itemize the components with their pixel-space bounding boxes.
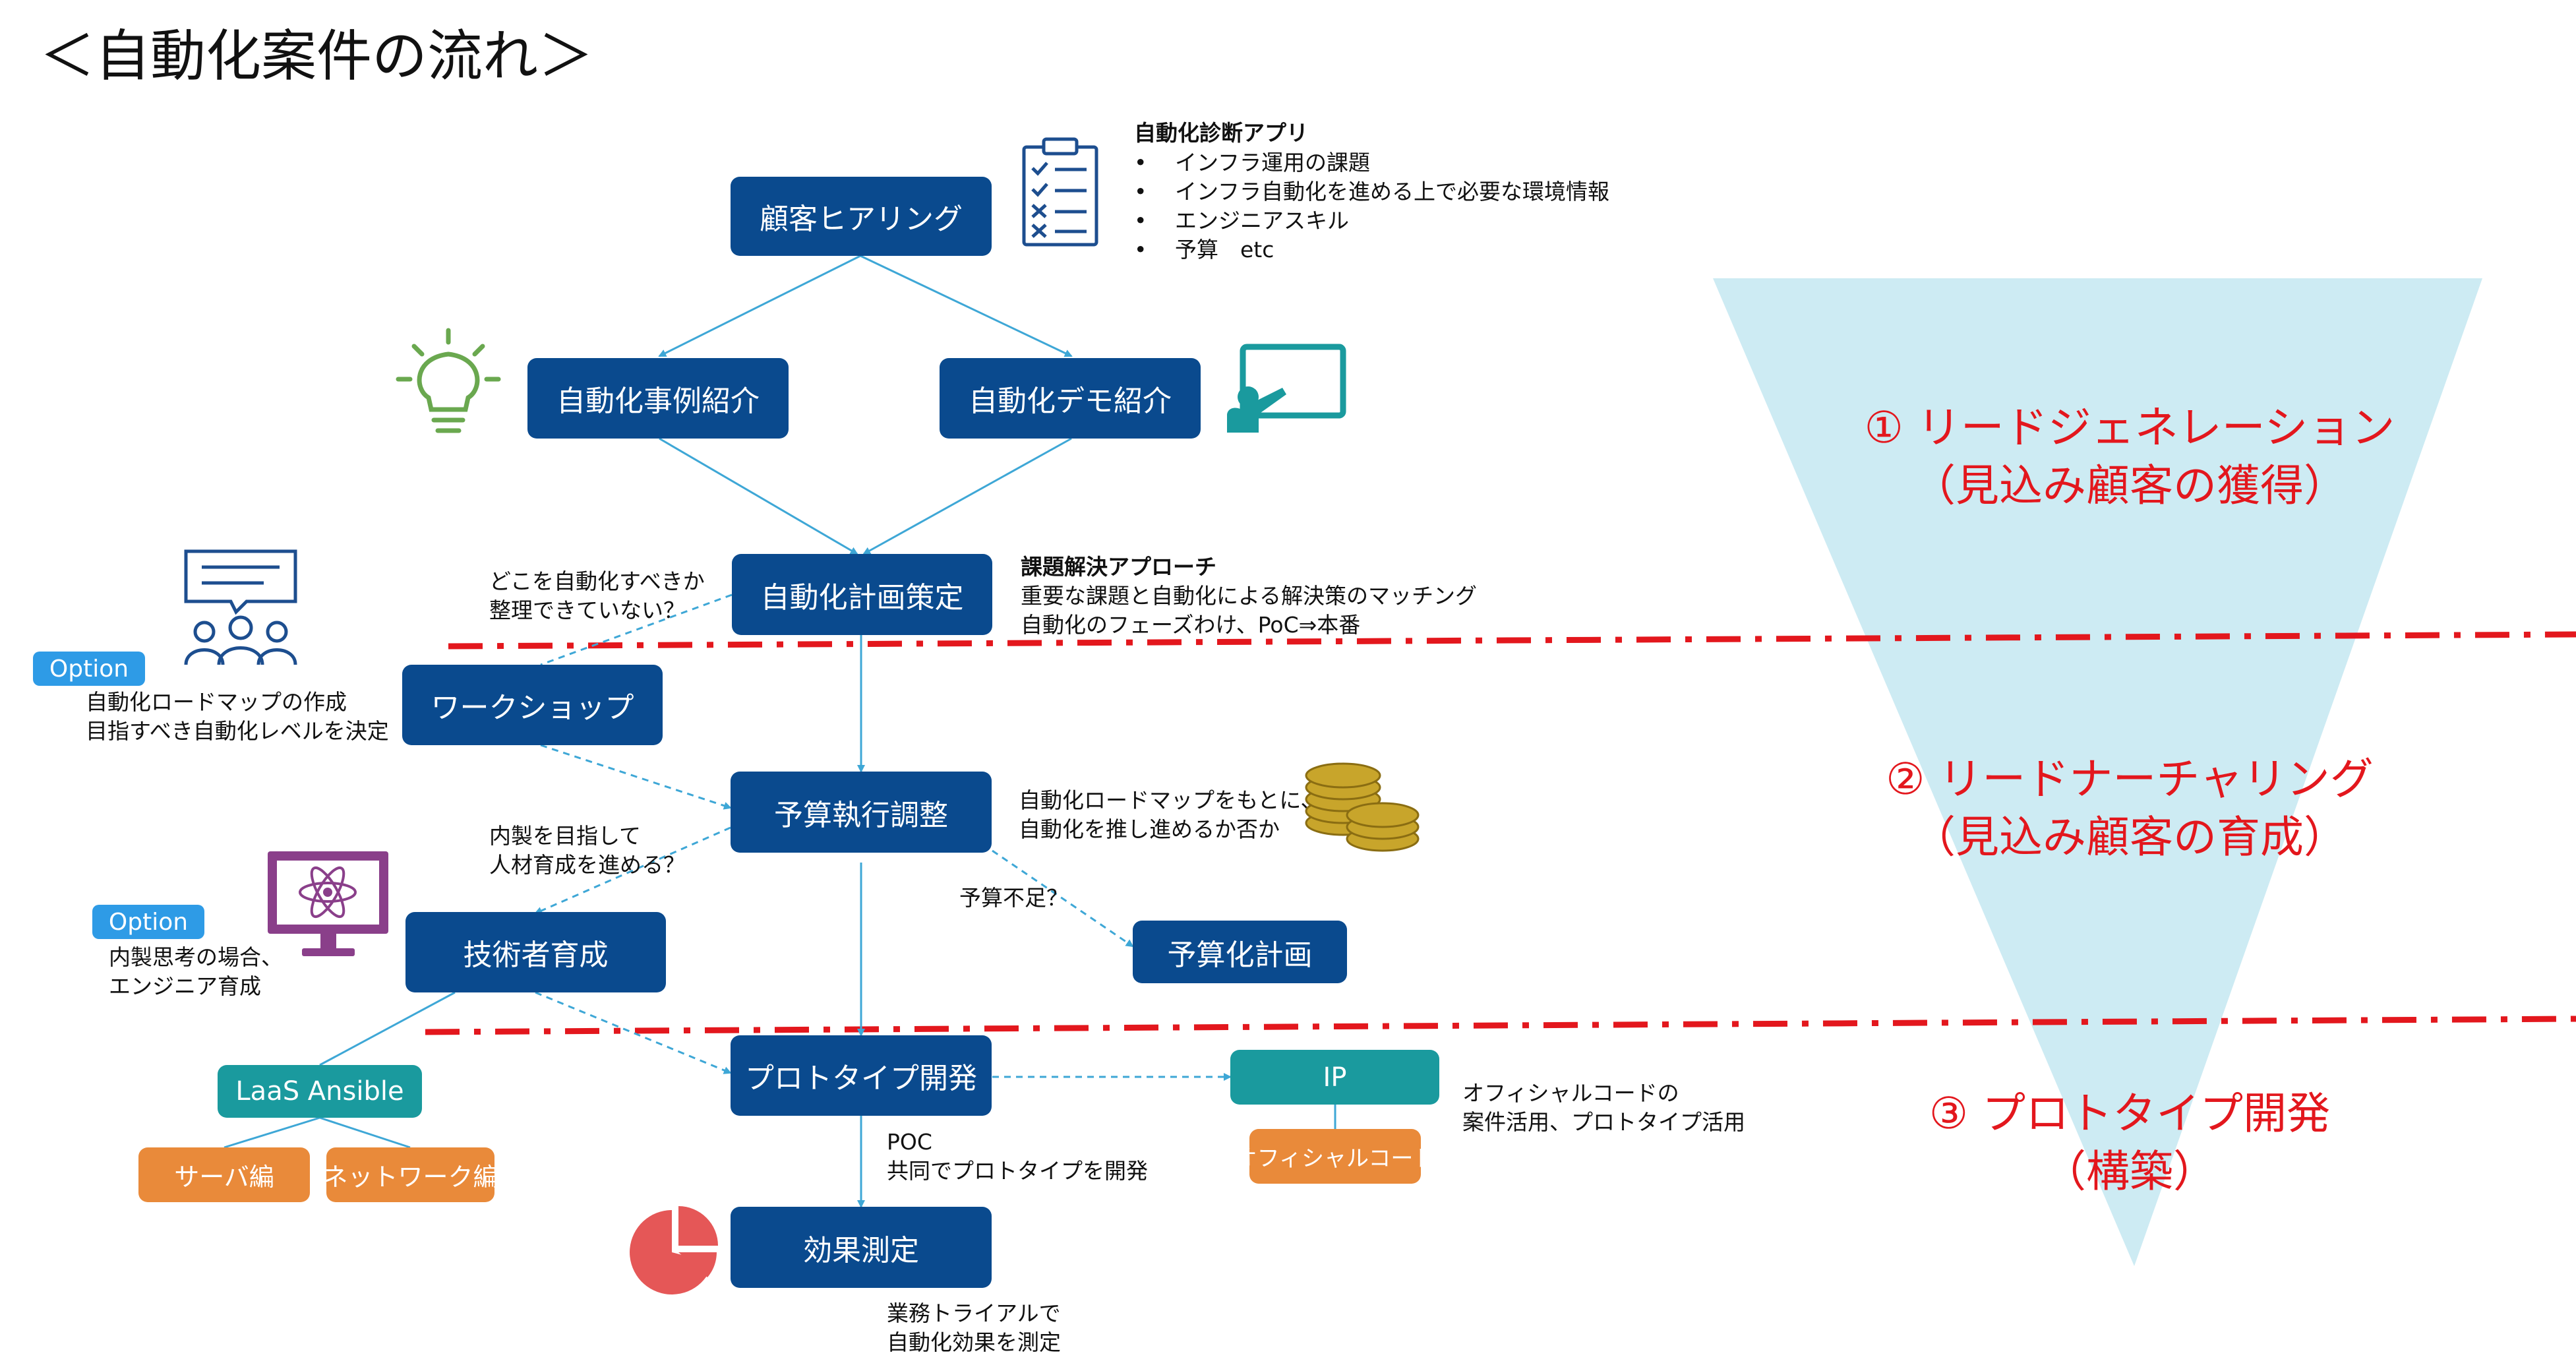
stage-prototype-development: ③ プロトタイプ開発 （構築）	[1929, 1088, 2331, 1197]
note-budget-shortage: 予算不足？	[959, 885, 1068, 911]
node-budget-plan[interactable]: 予算化計画	[1133, 921, 1347, 983]
node-case-introduction[interactable]: 自動化事例紹介	[527, 358, 789, 439]
node-prototype-development[interactable]: プロトタイプ開発	[731, 1035, 992, 1116]
note-problem-approach: 課題解決アプローチ 重要な課題と自動化による解決策のマッチング 自動化のフェーズ…	[1021, 554, 1478, 638]
phase-divider-1	[448, 631, 2576, 650]
sales-funnel	[1713, 278, 2482, 1266]
list-item: インフラ自動化を進める上で必要な環境情報	[1134, 177, 1609, 206]
monitor-atom-icon	[268, 851, 388, 956]
presentation-board-icon	[1227, 344, 1346, 433]
note-diagnosis-app-title: 自動化診断アプリ	[1134, 120, 1308, 146]
note-inhouse-question: 内製を目指して 人材育成を進める？	[489, 823, 685, 878]
node-budget-adjustment[interactable]: 予算執行調整	[731, 772, 992, 853]
connector-demo-plan	[862, 437, 1072, 555]
stage-lead-nurturing: ② リードナーチャリング （見込み顧客の育成）	[1886, 754, 2374, 863]
phase-divider-2	[425, 1016, 2576, 1035]
node-effect-measurement[interactable]: 効果測定	[731, 1207, 992, 1288]
note-where-to-automate: どこを自動化すべきか 整理できていない？	[489, 568, 705, 623]
list-item: 予算 etc	[1134, 235, 1609, 264]
node-ip[interactable]: IP	[1230, 1050, 1439, 1105]
node-customer-hearing[interactable]: 顧客ヒアリング	[731, 177, 992, 256]
lightbulb-icon	[396, 328, 501, 433]
note-official-code: オフィシャルコードの 案件活用、プロトタイプ活用	[1462, 1080, 1745, 1135]
list-item: インフラ運用の課題	[1134, 148, 1609, 177]
note-poc: POC 共同でプロトタイプを開発	[887, 1129, 1148, 1184]
connector-hearing-demo	[860, 255, 1073, 357]
note-diagnosis-app: 自動化診断アプリ	[1134, 119, 1308, 148]
stage-lead-generation: ① リードジェネレーション （見込み顧客の獲得）	[1864, 402, 2395, 511]
node-workshop[interactable]: ワークショップ	[402, 665, 663, 745]
node-demo-introduction[interactable]: 自動化デモ紹介	[940, 358, 1201, 439]
connector-training-laas	[319, 991, 456, 1066]
pie-chart-icon	[630, 1206, 718, 1294]
list-item: エンジニアスキル	[1134, 206, 1609, 235]
note-inhouse-case: 内製思考の場合、 エンジニア育成	[109, 944, 283, 999]
node-laas-ansible[interactable]: LaaS Ansible	[218, 1065, 422, 1118]
option-badge-training: Option	[92, 905, 204, 939]
meeting-people-icon	[184, 549, 297, 665]
connector-plan-workshop	[540, 593, 733, 666]
note-budget-decision: 自動化ロードマップをもとに、 自動化を推し進めるか否か	[1019, 787, 1323, 842]
page-title: ＜自動化案件の流れ＞	[40, 24, 594, 88]
clipboard-checklist-icon	[1022, 137, 1098, 247]
coins-stack-icon	[1305, 762, 1420, 852]
connector-workshop-budget	[540, 744, 732, 810]
note-diagnosis-app-items: インフラ運用の課題 インフラ自動化を進める上で必要な環境情報 エンジニアスキル …	[1134, 148, 1609, 264]
note-roadmap: 自動化ロードマップの作成 目指すべき自動化レベルを決定	[86, 689, 389, 744]
node-automation-plan[interactable]: 自動化計画策定	[732, 554, 992, 635]
connector-budget-budgetplan	[992, 849, 1134, 948]
node-network[interactable]: ネットワーク編	[323, 1147, 498, 1202]
connector-hearing-case	[658, 255, 861, 357]
node-official-code[interactable]: オフィシャルコード	[1235, 1129, 1435, 1184]
connector-laas-server	[224, 1116, 320, 1149]
node-engineer-training[interactable]: 技術者育成	[405, 912, 666, 992]
connector-training-prototype	[535, 991, 732, 1074]
node-server[interactable]: サーバ編	[138, 1147, 310, 1202]
connector-laas-network	[319, 1116, 411, 1149]
connector-case-plan	[659, 437, 858, 555]
option-badge-workshop: Option	[33, 652, 145, 686]
note-business-trial: 業務トライアルで 自動化効果を測定	[887, 1300, 1061, 1355]
